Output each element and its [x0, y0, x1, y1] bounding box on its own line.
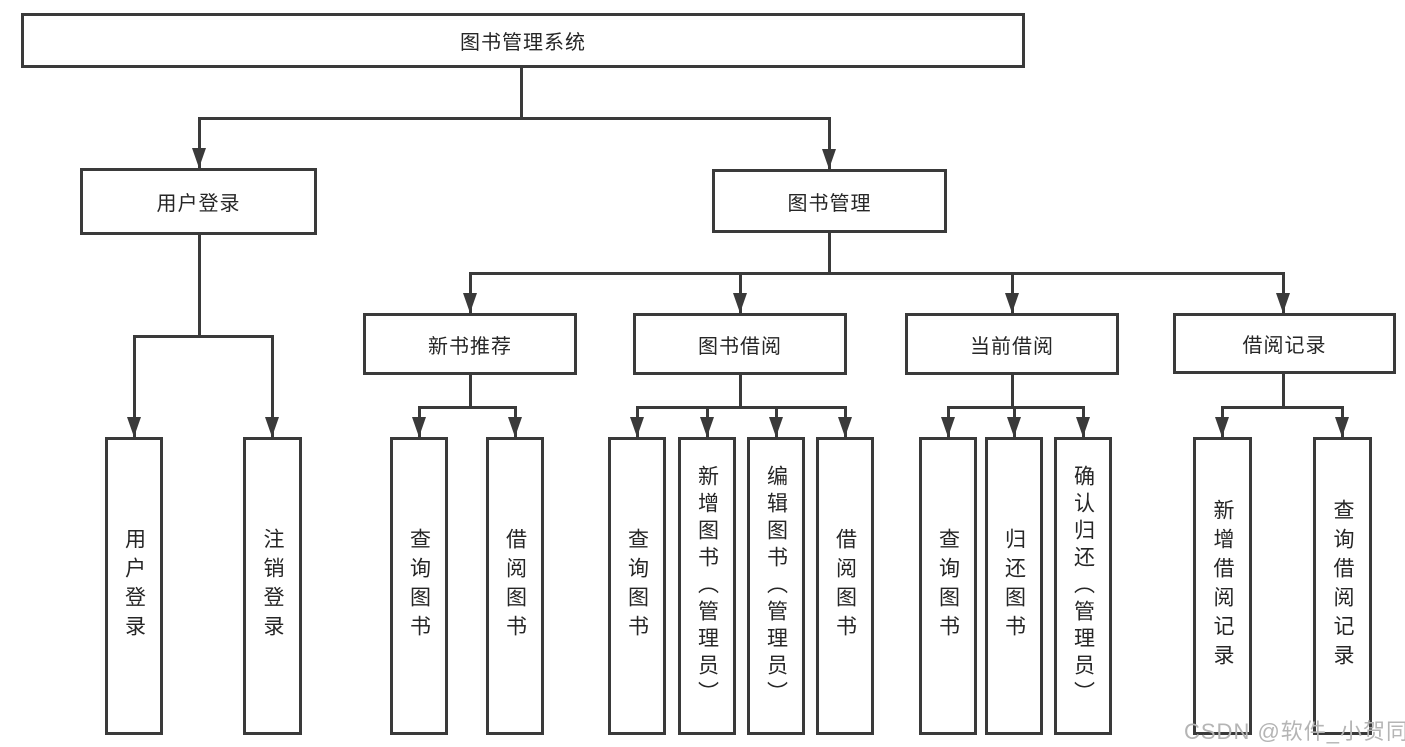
arrowhead-icon [822, 149, 836, 169]
connector-root-hline [198, 117, 831, 120]
node-query-borrow-record: 查询借阅记录 [1313, 437, 1372, 735]
arrowhead-icon [127, 417, 141, 437]
node-confirm-return-admin: 确认归还（管理员） [1054, 437, 1112, 735]
node-return-book: 归还图书 [985, 437, 1043, 735]
node-add-borrow-record: 新增借阅记录 [1193, 437, 1252, 735]
connector-bookmgmt-vline [828, 233, 831, 275]
node-edit-book-admin: 编辑图书（管理员） [747, 437, 805, 735]
arrowhead-icon [192, 148, 206, 168]
node-user-login-leaf: 用户登录 [105, 437, 163, 735]
node-borrow-books-recommend: 借阅图书 [486, 437, 544, 735]
arrowhead-icon [700, 417, 714, 437]
connector-stem-login-leaf [133, 335, 136, 437]
node-query-books-current: 查询图书 [919, 437, 977, 735]
arrowhead-icon [1335, 417, 1349, 437]
arrowhead-icon [941, 417, 955, 437]
connector-bookborrow-vline [739, 375, 742, 409]
node-user-login: 用户登录 [80, 168, 317, 235]
node-logout-leaf: 注销登录 [243, 437, 302, 735]
connector-root-vline [520, 68, 523, 119]
node-borrow-records: 借阅记录 [1173, 313, 1396, 374]
connector-stem-current-borrow [1011, 272, 1014, 313]
connector-userlogin-hline [133, 335, 274, 338]
arrowhead-icon [769, 417, 783, 437]
connector-stem-new-book [469, 272, 472, 313]
connector-stem-logout-leaf [271, 335, 274, 437]
connector-userlogin-vline [198, 235, 201, 338]
node-borrow-books-leaf: 借阅图书 [816, 437, 874, 735]
connector-newbook-vline [469, 375, 472, 409]
connector-bookmgmt-hline [469, 272, 1285, 275]
arrowhead-icon [463, 293, 477, 313]
connector-stem-book-borrow [739, 272, 742, 313]
arrowhead-icon [1005, 293, 1019, 313]
arrowhead-icon [265, 417, 279, 437]
arrowhead-icon [1276, 293, 1290, 313]
arrowhead-icon [412, 417, 426, 437]
node-library-system: 图书管理系统 [21, 13, 1025, 68]
connector-bookborrow-hline [636, 406, 847, 409]
connector-borrowrecords-hline [1221, 406, 1344, 409]
node-book-management: 图书管理 [712, 169, 947, 233]
node-query-books-recommend: 查询图书 [390, 437, 448, 735]
arrowhead-icon [630, 417, 644, 437]
connector-stem-user-login [198, 117, 201, 168]
node-query-books-borrow: 查询图书 [608, 437, 666, 735]
connector-newbook-hline [418, 406, 517, 409]
node-current-borrow: 当前借阅 [905, 313, 1119, 375]
arrowhead-icon [508, 417, 522, 437]
node-book-borrow: 图书借阅 [633, 313, 847, 375]
node-add-book-admin: 新增图书（管理员） [678, 437, 736, 735]
csdn-watermark: CSDN @软件_小贺同学 [1184, 719, 1405, 744]
arrowhead-icon [733, 293, 747, 313]
node-new-book-recommend: 新书推荐 [363, 313, 577, 375]
arrowhead-icon [1076, 417, 1090, 437]
connector-borrowrecords-vline [1282, 374, 1285, 409]
arrowhead-icon [1215, 417, 1229, 437]
connector-currentborrow-vline [1011, 375, 1014, 409]
arrowhead-icon [1007, 417, 1021, 437]
arrowhead-icon [838, 417, 852, 437]
connector-currentborrow-hline [947, 406, 1085, 409]
connector-stem-book-management [828, 117, 831, 169]
connector-stem-borrow-records [1282, 272, 1285, 313]
